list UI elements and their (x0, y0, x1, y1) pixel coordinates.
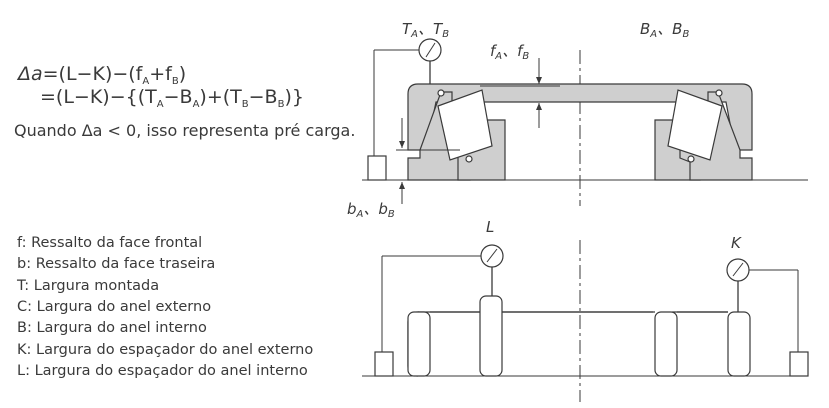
top-bearing-assembly: TA、TB BA、BB fA、fB bA、bB (347, 20, 808, 220)
legend-item-t: T: Largura montada (16, 278, 159, 294)
outer-spacer-right (654, 311, 678, 377)
label-f: fA、fB (490, 42, 529, 62)
roller-right (667, 89, 723, 161)
legend-item-b: b: Ressalto da face traseira (17, 256, 215, 272)
formula-line-2: =(L−K)−{(TA−BA)+(TB−BB)} (40, 86, 304, 110)
measure-block-left (374, 351, 394, 377)
bottom-spacer-assembly: L K (362, 218, 809, 402)
legend: f: Ressalto da face frontal b: Ressalto … (16, 235, 313, 379)
label-b-faces: bA、bB (347, 200, 395, 220)
label-b-widths: BA、BB (640, 20, 689, 40)
cage-dot-right-top (715, 89, 723, 97)
legend-item-l: L: Largura do espaçador do anel interno (17, 363, 308, 379)
inner-spacer-left (479, 295, 503, 377)
formula-line-1: Δa=(L−K)−(fA+fB) (16, 63, 186, 87)
cage-dot-left (465, 155, 473, 163)
legend-item-f: f: Ressalto da face frontal (17, 235, 202, 251)
measure-block-right (789, 351, 809, 377)
outer-spacer-left (407, 311, 431, 377)
legend-item-c: C: Largura do anel externo (17, 299, 211, 315)
cage-dot-right (687, 155, 695, 163)
label-l: L (486, 218, 494, 236)
formula: Δa=(L−K)−(fA+fB) =(L−K)−{(TA−BA)+(TB−BB)… (16, 63, 304, 110)
inner-spacer-right (727, 311, 751, 377)
roller-left (437, 89, 493, 161)
cage-dot-left-top (437, 89, 445, 97)
legend-item-k: K: Largura do espaçador do anel externo (17, 342, 313, 358)
label-t: TA、TB (402, 20, 449, 40)
preload-note: Quando Δa < 0, isso representa pré carga… (14, 121, 355, 140)
measure-block-top (367, 155, 387, 181)
label-k: K (731, 234, 742, 252)
legend-item-b-inner: B: Largura do anel interno (17, 320, 207, 336)
outer-ring-top (407, 83, 753, 151)
